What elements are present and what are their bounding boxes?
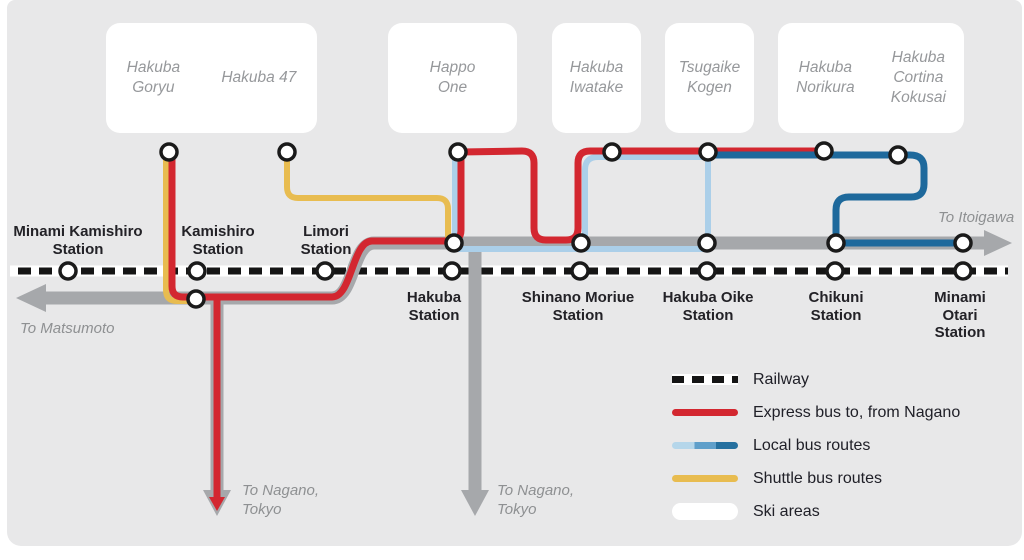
local-route-iwatake [582, 154, 711, 246]
direction-label-matsumoto: To Matsumoto [20, 320, 115, 337]
direction-label-itoigawa: To Itoigawa [938, 209, 1015, 226]
station-kamishiro [187, 261, 207, 281]
legend-row-railway: Railway [672, 363, 960, 396]
direction-label-nagano-west: To Nagano, Tokyo [242, 482, 320, 518]
road-arrow-west [16, 284, 46, 312]
map-nodes [58, 141, 973, 309]
station-label-limori: Limori Station [300, 223, 352, 258]
express-happo-to-norikura [457, 147, 830, 244]
ski-area-label-goryu: Hakuba Goryu [126, 58, 181, 96]
legend-label-local: Local bus routes [753, 436, 871, 454]
station-label-minami-otari: Minami Otari Station [934, 289, 986, 342]
station-minami-kamishiro [58, 261, 78, 281]
station-minami-otari [953, 261, 973, 281]
legend-label-express: Express bus to, from Nagano [753, 403, 961, 421]
node-hakuba-norikura [814, 141, 834, 161]
legend-label-ski: Ski areas [753, 502, 820, 520]
ski-area-box-happo: Happo One [388, 23, 517, 133]
shuttle-bus-swatch-icon [672, 475, 738, 482]
station-label-minami-kamishiro: Minami Kamishiro Station [13, 223, 143, 258]
ski-area-label-tsugaike: Tsugaike Kogen [678, 58, 741, 96]
node-hakuba-47 [277, 142, 297, 162]
direction-label-nagano-hakuba: To Nagano, Tokyo [497, 482, 575, 518]
busstop-chikuni [826, 233, 846, 253]
station-hakuba [442, 261, 462, 281]
station-limori [315, 261, 335, 281]
node-hakuba-iwatake [602, 142, 622, 162]
station-shinano-moriue [570, 261, 590, 281]
road-arrow-south-hakuba [461, 490, 489, 516]
ski-area-box-tsugaike: Tsugaike Kogen [665, 23, 754, 133]
legend-row-express: Express bus to, from Nagano [672, 396, 960, 429]
legend-label-shuttle: Shuttle bus routes [753, 469, 882, 487]
express-bus-swatch-icon [672, 409, 738, 416]
ski-area-label-iwatake: Hakuba Iwatake [569, 58, 624, 96]
ski-area-box-goryu-47: Hakuba Goryu Hakuba 47 [106, 23, 317, 133]
station-hakuba-oike [697, 261, 717, 281]
ski-area-label-hakuba47: Hakuba 47 [221, 68, 297, 86]
shuttle-route-hakuba47 [284, 149, 451, 243]
busstop-minami-otari [953, 233, 973, 253]
station-label-shinano-moriue: Shinano Moriue Station [521, 289, 635, 324]
station-chikuni [825, 261, 845, 281]
busstop-hakuba [444, 233, 464, 253]
legend-row-shuttle: Shuttle bus routes [672, 462, 960, 495]
shuttle-bus-routes [163, 149, 451, 304]
road-arrow-east [984, 230, 1012, 256]
station-label-chikuni: Chikuni Station [808, 289, 864, 324]
node-hakuba-cortina [888, 145, 908, 165]
legend-row-ski: Ski areas [672, 495, 960, 528]
express-arrow-south [209, 497, 225, 511]
ski-area-label-norikura: Hakuba Norikura [796, 58, 855, 96]
ski-area-box-iwatake: Hakuba Iwatake [552, 23, 641, 133]
railway-swatch-icon [672, 374, 738, 385]
shuttle-route-goryu [163, 149, 196, 304]
local-bus-swatch-icon [672, 442, 738, 449]
busstop-kamishiro [186, 289, 206, 309]
legend-row-local: Local bus routes [672, 429, 960, 462]
station-label-hakuba: Hakuba Station [406, 289, 462, 324]
node-hakuba-goryu [159, 142, 179, 162]
ski-area-label-happo: Happo One [429, 58, 476, 96]
legend: Railway Express bus to, from Nagano Loca… [672, 363, 960, 528]
ski-areas-swatch-icon [672, 503, 738, 520]
ski-area-box-norikura-cortina: Hakuba Norikura Hakuba Cortina Kokusai [778, 23, 964, 133]
station-label-hakuba-oike: Hakuba Oike Station [662, 289, 754, 324]
busstop-shinano-moriue [571, 233, 591, 253]
ski-area-label-cortina: Hakuba Cortina Kokusai [890, 48, 946, 107]
local-route-cortina [704, 151, 928, 247]
node-tsugaike-kogen [698, 142, 718, 162]
node-happo-one [448, 142, 468, 162]
local-bus-routes-dark [704, 151, 967, 247]
legend-label-railway: Railway [753, 370, 810, 388]
station-label-kamishiro: Kamishiro Station [181, 223, 255, 258]
busstop-hakuba-oike [697, 233, 717, 253]
